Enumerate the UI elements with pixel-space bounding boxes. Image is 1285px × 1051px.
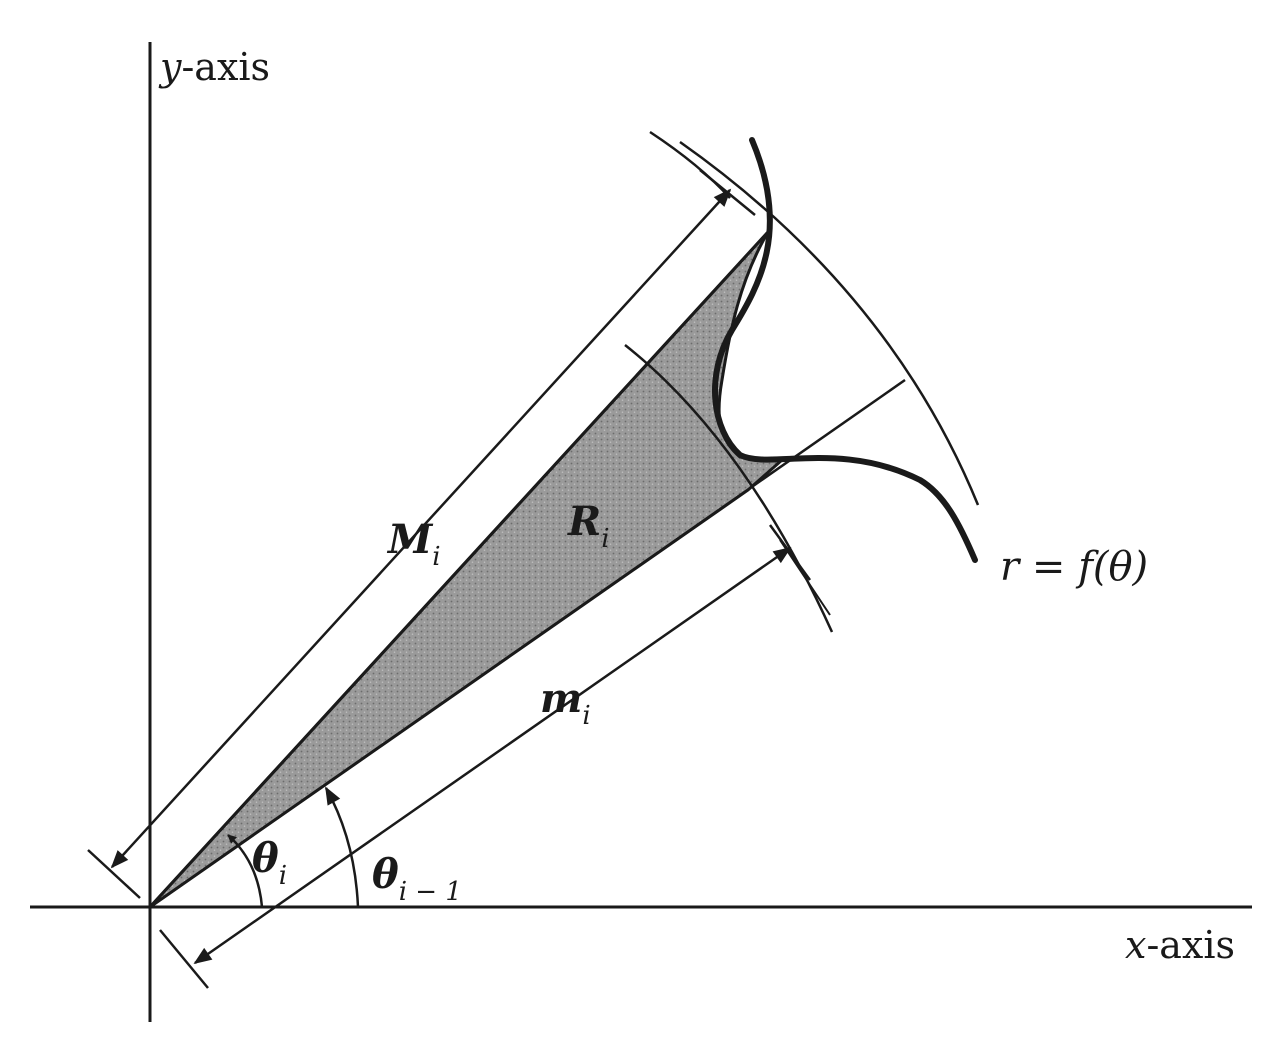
dimension-line-small-mi [193, 546, 792, 965]
angle-label-theta-i: θi [252, 835, 287, 891]
dimension-tick-mi-start [87, 849, 141, 899]
dimension-tick-mi-end [699, 169, 756, 216]
curve-label: r = f(θ) [1000, 544, 1148, 590]
region-label-ri: Ri [567, 498, 610, 554]
curve-r-f-theta [712, 137, 978, 563]
outer-arc-mi-upper-tick [649, 130, 731, 199]
dimension-tick-small-mi-end [768, 524, 812, 581]
angle-label-theta-i-minus-1: θi − 1 [372, 851, 462, 907]
outer-radius-label-mi: Mi [386, 516, 441, 572]
angle-arc-theta-i [227, 834, 264, 908]
inner-radius-label-mi: mi [540, 675, 591, 731]
y-axis-label: y-axis [158, 45, 270, 89]
outer-arc-mi [679, 140, 980, 506]
shaded-region-ri [148, 230, 786, 909]
angle-arc-theta-i-minus-1 [324, 786, 360, 908]
x-axis-label: x-axis [1125, 923, 1235, 967]
dimension-tick-small-mi-start [159, 929, 209, 989]
ray-theta-i [148, 230, 770, 909]
